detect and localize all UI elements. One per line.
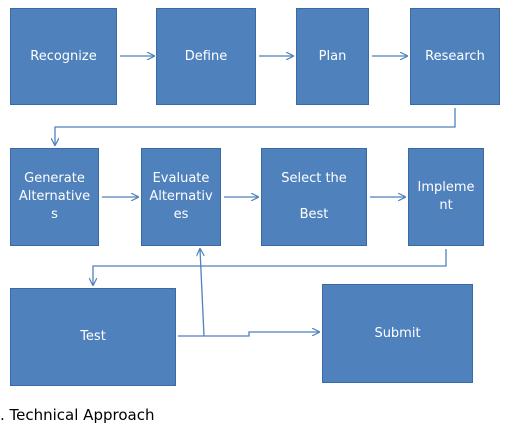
step-test: Test [10,288,176,386]
step-submit: Submit [322,284,473,383]
step-recognize: Recognize [10,8,117,105]
arrow-test-to-submit [178,332,319,337]
step-plan: Plan [296,8,369,105]
figure-caption: . Technical Approach [0,406,155,424]
step-select-the-best: Select the Best [261,148,367,246]
arrow-test-back-to-evaluate [200,249,205,337]
arrow-implement-to-test [93,249,447,285]
step-evaluate-alternatives: Evaluate Alternativ es [141,148,221,246]
step-generate-alternatives: Generate Alternative s [10,148,99,246]
arrow-research-to-generate [55,108,456,145]
step-implement: Impleme nt [408,148,484,246]
step-define: Define [156,8,256,105]
step-research: Research [410,8,500,105]
